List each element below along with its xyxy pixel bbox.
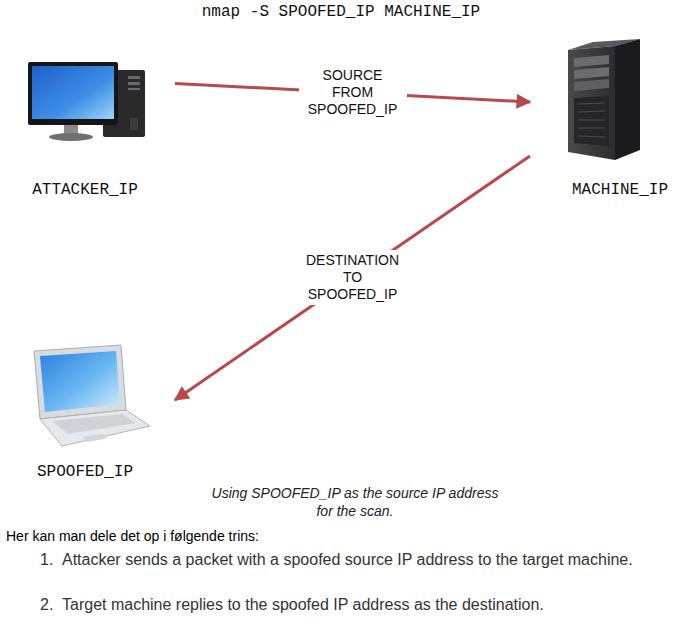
server-icon	[568, 39, 640, 160]
edge-label: SOURCE FROM SPOOFED_IP	[299, 65, 407, 120]
host-label: ATTACKER_IP	[32, 180, 138, 200]
arrow-connector	[175, 156, 530, 400]
grille-line	[578, 128, 605, 129]
drive-bay	[128, 82, 140, 85]
grille-line	[578, 111, 605, 112]
server-bay	[574, 55, 609, 67]
drive-bay	[128, 76, 140, 79]
drive-bay	[128, 88, 140, 90]
diagram-caption: Using SPOOFED_IP as the source IP addres…	[205, 484, 505, 520]
grille-line	[578, 136, 605, 137]
laptop-base	[40, 410, 150, 446]
laptop-icon	[34, 345, 150, 446]
server-side	[615, 39, 640, 160]
monitor-base	[49, 133, 93, 141]
laptop-lid	[34, 345, 126, 419]
list-item: Target machine replies to the spoofed IP…	[62, 594, 654, 616]
edge-label: DESTINATION TO SPOOFED_IP	[299, 250, 407, 305]
monitor-bezel	[28, 62, 118, 125]
list-item: Attacker sends a packet with a spoofed s…	[62, 549, 654, 571]
computer-node: ATTACKER_IP	[20, 55, 175, 150]
tower-grille	[130, 118, 138, 130]
diagram-title: nmap -S SPOOFED_IP MACHINE_IP	[0, 2, 682, 22]
monitor-neck	[64, 124, 78, 134]
host-label: SPOOFED_IP	[37, 462, 133, 482]
desktop-icon	[28, 62, 145, 141]
grille-line	[578, 120, 605, 121]
server-bay	[574, 79, 609, 91]
computer-node: MACHINE_IP	[530, 35, 645, 165]
server-front	[568, 46, 615, 160]
server-grille	[574, 96, 609, 146]
monitor-screen	[32, 66, 114, 119]
computer-node: SPOOFED_IP	[20, 340, 175, 450]
laptop-trackpad	[82, 434, 108, 442]
list-number: 1.	[40, 549, 60, 571]
grille-line	[578, 103, 605, 104]
intro-text: Her kan man dele det op i følgende trins…	[6, 526, 606, 546]
list-number: 2.	[40, 594, 60, 616]
host-label: MACHINE_IP	[572, 180, 668, 200]
laptop-keyboard	[52, 414, 136, 434]
laptop-screen	[40, 351, 120, 412]
server-bay	[574, 67, 609, 79]
